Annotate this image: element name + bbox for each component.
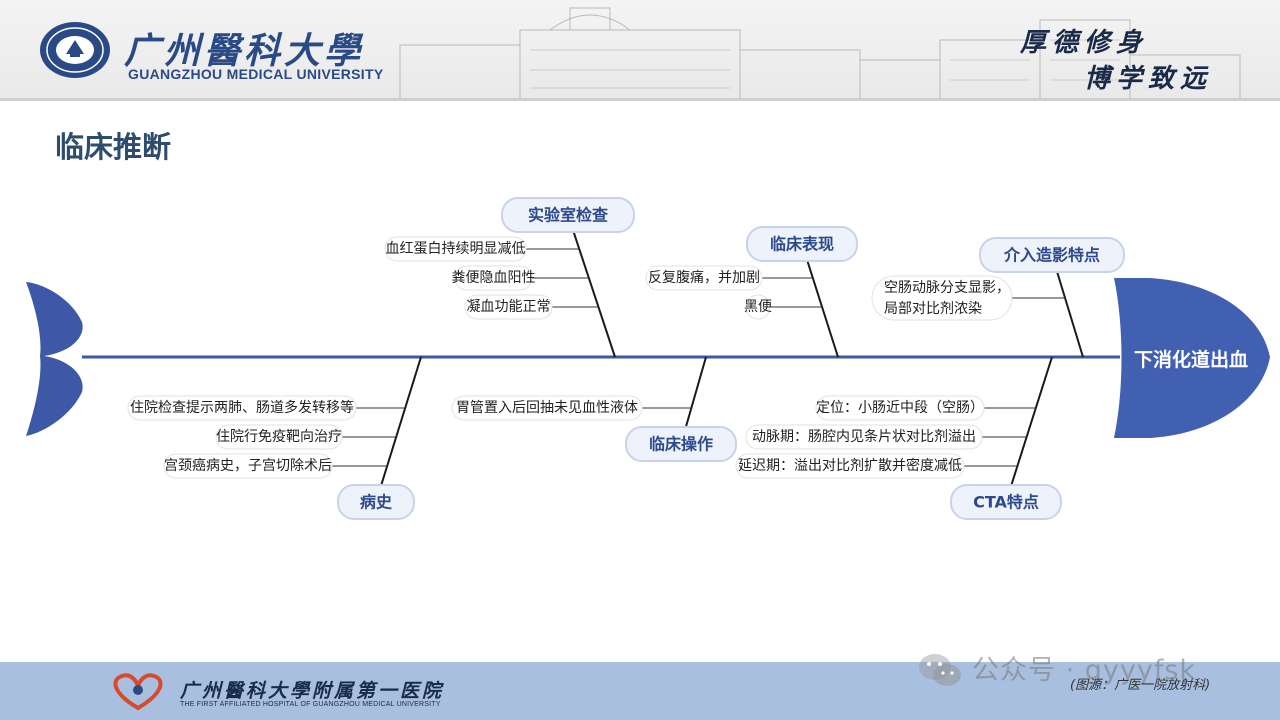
fishbone-branch-line xyxy=(1005,356,1053,503)
item-text: 动脉期：肠腔内见条片状对比剂溢出 xyxy=(752,428,976,445)
item-box xyxy=(645,265,763,291)
item-text: 定位：小肠近中段（空肠） xyxy=(816,400,984,416)
category-label-box xyxy=(501,197,635,233)
item-text: 反复腹痛，并加剧 xyxy=(648,269,760,286)
item-box xyxy=(745,424,983,450)
campus-building-illustration xyxy=(399,7,1241,100)
item-box xyxy=(451,395,643,421)
item-box xyxy=(215,424,343,450)
category-label-box xyxy=(950,484,1062,520)
item-box xyxy=(745,294,771,320)
category-label-box xyxy=(625,426,737,462)
hospital-logo-icon xyxy=(113,673,163,711)
item-text-line: 空肠动脉分支显影， xyxy=(884,280,1010,296)
fishbone-branch-line xyxy=(375,356,422,503)
fishbone-head-label: 下消化道出血 xyxy=(1134,348,1248,371)
university-logo-icon xyxy=(40,22,110,78)
fishbone-branch-line xyxy=(567,214,616,358)
category-label: 临床操作 xyxy=(649,435,713,454)
item-box xyxy=(454,265,533,291)
header-banner: 广州醫科大學 GUANGZHOU MEDICAL UNIVERSITY 厚德修身… xyxy=(0,0,1280,100)
item-text: 住院行免疫靶向治疗 xyxy=(216,429,342,445)
hospital-name-cn: 广州醫科大學附属第一医院 xyxy=(180,680,445,702)
item-text: 宫颈癌病史，子宫切除术后 xyxy=(164,458,332,474)
item-box xyxy=(127,395,357,421)
category-label: 实验室检查 xyxy=(528,206,608,225)
fish-head-icon xyxy=(1114,278,1270,438)
page-title: 临床推断 xyxy=(55,130,172,164)
item-text: 粪便隐血阳性 xyxy=(452,270,536,286)
item-text: 延迟期：溢出对比剂扩散并密度减低 xyxy=(738,457,962,474)
university-name-en: GUANGZHOU MEDICAL UNIVERSITY xyxy=(128,66,384,82)
item-text-line: 局部对比剂浓染 xyxy=(884,301,982,317)
item-text: 住院检查提示两肺、肠道多发转移等 xyxy=(130,399,354,416)
category-label: 临床表现 xyxy=(770,235,834,254)
wechat-icon xyxy=(919,654,961,686)
watermark-text: 公众号 · gyyyfsk xyxy=(972,655,1197,686)
hospital-name-en: THE FIRST AFFILIATED HOSPITAL OF GUANGZH… xyxy=(180,701,441,708)
footer-bar xyxy=(0,662,1280,720)
motto-line-1: 厚德修身 xyxy=(1020,28,1149,58)
fish-tail-icon xyxy=(26,282,83,436)
category-label: 病史 xyxy=(360,493,393,512)
header-divider xyxy=(0,98,1280,101)
category-label-box xyxy=(746,226,858,262)
item-box xyxy=(735,453,965,479)
item-text: 胃管置入后回抽未见血性液体 xyxy=(456,400,638,416)
item-box xyxy=(163,453,333,479)
fishbone-branch-line xyxy=(801,243,839,358)
item-text: 凝血功能正常 xyxy=(467,299,551,315)
university-name-cn: 广州醫科大學 xyxy=(124,30,365,72)
category-label: CTA特点 xyxy=(973,493,1039,512)
item-box xyxy=(464,294,553,320)
category-label-box xyxy=(979,237,1125,273)
image-source: (图源：广医一院放射科) xyxy=(1070,678,1211,693)
item-text: 血红蛋白持续明显减低 xyxy=(386,240,526,257)
item-box xyxy=(384,236,527,262)
category-label: 介入造影特点 xyxy=(1003,246,1100,265)
motto-line-2: 博学致远 xyxy=(1084,64,1213,94)
item-box xyxy=(815,395,985,421)
item-text: 黑便 xyxy=(744,299,772,315)
category-label-box xyxy=(337,484,415,520)
item-box xyxy=(871,275,1013,321)
